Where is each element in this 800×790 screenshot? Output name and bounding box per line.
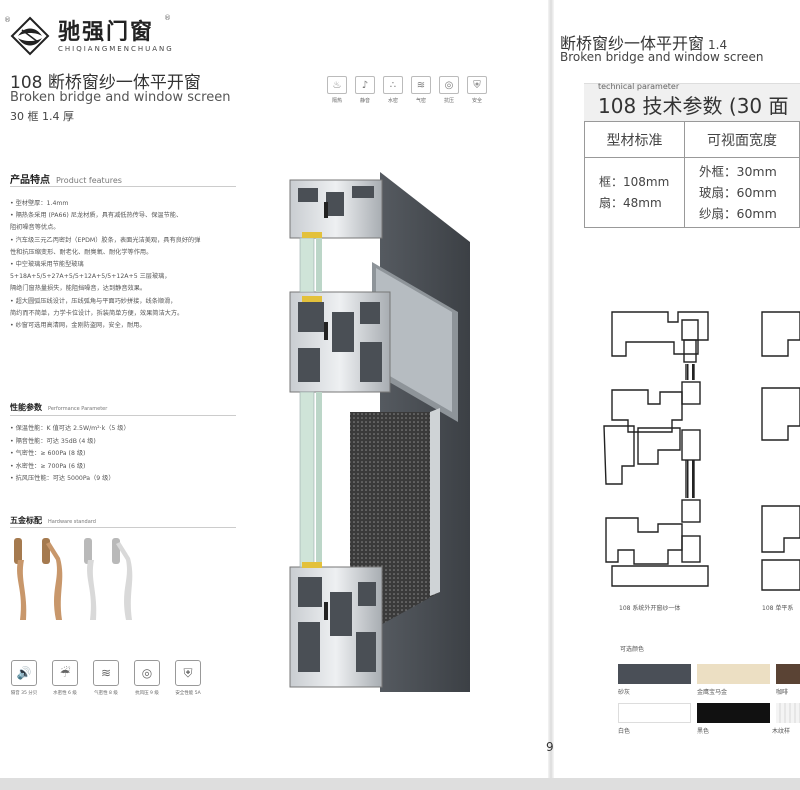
list-item: • 抗风压性能：可达 5000Pa（9 级） bbox=[10, 475, 115, 482]
feature-safety: ⛨安全 bbox=[466, 76, 488, 104]
list-item: • 水密性：≥ 700Pa (6 级) bbox=[10, 462, 86, 470]
list-item: • 隔音性能：可达 35dB (4 级) bbox=[10, 437, 96, 445]
product-title-cn: 108 断桥窗纱一体平开窗 bbox=[10, 73, 201, 93]
swatch-sand-gray bbox=[618, 664, 691, 684]
hardware-handles-image bbox=[14, 538, 133, 620]
rating-sound: 🔊隔音 35 分贝 bbox=[8, 660, 40, 696]
swatch-black bbox=[697, 703, 770, 723]
performance-list: • 保温性能：K 值可达 2.5W/m²·k（5 级） • 隔音性能：可达 35… bbox=[10, 423, 130, 486]
swatch-gold bbox=[697, 664, 770, 684]
silver-handle-icon bbox=[84, 538, 97, 620]
list-item: • 气密性：≥ 600Pa (8 级) bbox=[10, 450, 86, 457]
brand-logo: 驰强门窗 CHIQIANGMENCHUANG bbox=[8, 14, 174, 58]
feature-insulation: ♨隔热 bbox=[326, 76, 348, 104]
list-item: 阻初噪音等优点。 bbox=[10, 224, 60, 232]
spec-table: 型材标准 可视面宽度 框：108mm 扇：48mm 外框：30mm 玻扇：60m… bbox=[584, 121, 800, 228]
silver-handle-icon bbox=[112, 538, 133, 620]
table-cell-standard: 框：108mm 扇：48mm bbox=[584, 157, 685, 228]
right-title-en: Broken bridge and window screen bbox=[560, 50, 764, 64]
table-row: 框：108mm 扇：48mm 外框：30mm 玻扇：60mm 纱扇：60mm bbox=[584, 157, 800, 228]
features-list: • 型材壁厚：1.4mm • 隔热条采用 (PA66) 尼龙材质，具有减低热传导… bbox=[10, 198, 242, 332]
performance-heading: 性能参数 Performance Parameter bbox=[10, 403, 108, 412]
wind-resist-icon: ◎ bbox=[134, 660, 160, 686]
list-item: 5+18A+5/5+27A+5/5+12A+5/5+12A+5 三层玻璃， bbox=[10, 273, 171, 281]
section-caption-right: 108 单平系 bbox=[762, 605, 794, 612]
airtight-icon: ≋ bbox=[93, 660, 119, 686]
registered-mark-2: ® bbox=[164, 14, 171, 22]
list-item: 性和抗压缩变形、耐老化、耐臭氧、耐化学等作用。 bbox=[10, 248, 153, 256]
section-drawings bbox=[603, 311, 800, 591]
wind-pressure-icon: ◎ bbox=[439, 76, 459, 94]
divider bbox=[10, 527, 236, 528]
list-item: • 纱窗可选用高清网，金刚防盗网，安全，耐用。 bbox=[10, 322, 146, 330]
air-icon: ≋ bbox=[411, 76, 431, 94]
brand-name-cn: 驰强门窗 bbox=[58, 19, 155, 45]
list-item: • 超大圆弧压线设计，压线弧角与平面巧妙拼接，线条顺滑， bbox=[10, 297, 177, 305]
page-fold bbox=[548, 0, 554, 778]
section-drawing-left bbox=[603, 311, 709, 587]
divider bbox=[10, 186, 236, 187]
features-heading: 产品特点 Product features bbox=[10, 175, 122, 186]
tech-param-label: technical parameter bbox=[598, 82, 680, 91]
feature-quiet: ♪静音 bbox=[354, 76, 376, 104]
registered-mark: ® bbox=[4, 16, 11, 24]
insulation-icon: ♨ bbox=[327, 76, 347, 94]
divider bbox=[10, 415, 236, 416]
water-icon: ∴ bbox=[383, 76, 403, 94]
swatch-coffee bbox=[776, 664, 800, 684]
product-title-en: Broken bridge and window screen bbox=[10, 90, 231, 105]
quiet-icon: ♪ bbox=[355, 76, 375, 94]
rating-water: ☔水密性 6 级 bbox=[49, 660, 81, 696]
tech-param-bar bbox=[584, 83, 800, 121]
list-item: • 中空玻璃采用节能型玻璃 bbox=[10, 261, 84, 269]
feature-icon-row: ♨隔热 ♪静音 ∴水密 ≋气密 ◎抗压 ⛨安全 bbox=[326, 76, 488, 104]
section-drawing-right bbox=[761, 311, 800, 591]
list-item: • 保温性能：K 值可达 2.5W/m²·k（5 级） bbox=[10, 425, 130, 432]
list-item: • 型材壁厚：1.4mm bbox=[10, 200, 69, 207]
glass-hatch bbox=[687, 364, 694, 498]
swatch-white bbox=[618, 703, 691, 723]
brand-name-en: CHIQIANGMENCHUANG bbox=[58, 45, 174, 53]
table-cell-width: 外框：30mm 玻扇：60mm 纱扇：60mm bbox=[684, 157, 800, 228]
page-number: 9 bbox=[546, 740, 554, 754]
window-profile-render bbox=[289, 172, 470, 692]
list-item: 简约而不简单，力学卡位设计，拆装简单方便，效果简洁大方。 bbox=[10, 309, 184, 317]
list-item: • 隔热条采用 (PA66) 尼龙材质，具有减低热传导、保温节能、 bbox=[10, 212, 183, 220]
section-caption-left: 108 系统外开窗纱一体 bbox=[619, 605, 681, 612]
version-label: 1.4 bbox=[708, 38, 728, 52]
rating-wind: ◎抗风压 9 级 bbox=[131, 660, 163, 696]
col-header-width: 可视面宽度 bbox=[684, 121, 800, 158]
table-header-row: 型材标准 可视面宽度 bbox=[584, 121, 800, 158]
col-header-standard: 型材标准 bbox=[584, 121, 685, 158]
watertight-icon: ☔ bbox=[52, 660, 78, 686]
rating-air: ≋气密性 8 级 bbox=[90, 660, 122, 696]
swatch-wood-grain bbox=[776, 703, 800, 723]
bronze-handle-icon bbox=[14, 538, 27, 620]
hardware-heading: 五金标配 Hardware standard bbox=[10, 516, 96, 525]
feature-air: ≋气密 bbox=[410, 76, 432, 104]
bottom-edge bbox=[0, 778, 800, 790]
feature-wind-pressure: ◎抗压 bbox=[438, 76, 460, 104]
color-options-heading: 可选颜色 bbox=[620, 646, 645, 653]
security-icon: ⛨ bbox=[175, 660, 201, 686]
bronze-handle-icon bbox=[42, 538, 63, 620]
list-item: • 汽车级三元乙丙密封（EPDM）胶条，表面光洁美观，具有良好的弹 bbox=[10, 236, 201, 244]
safety-icon: ⛨ bbox=[467, 76, 487, 94]
sound-insulation-icon: 🔊 bbox=[11, 660, 37, 686]
product-spec: 30 框 1.4 厚 bbox=[10, 110, 74, 123]
tech-param-title: 108 技术参数 (30 面 bbox=[598, 94, 789, 118]
list-item: 隔绝门窗热量损失，能阻挡噪音，达到静音效果。 bbox=[10, 285, 147, 293]
rating-security: ⛨安全性能 5A bbox=[172, 660, 204, 696]
rating-icon-row: 🔊隔音 35 分贝 ☔水密性 6 级 ≋气密性 8 级 ◎抗风压 9 级 ⛨安全… bbox=[8, 660, 204, 696]
feature-water: ∴水密 bbox=[382, 76, 404, 104]
logo-mark-icon bbox=[10, 16, 50, 56]
